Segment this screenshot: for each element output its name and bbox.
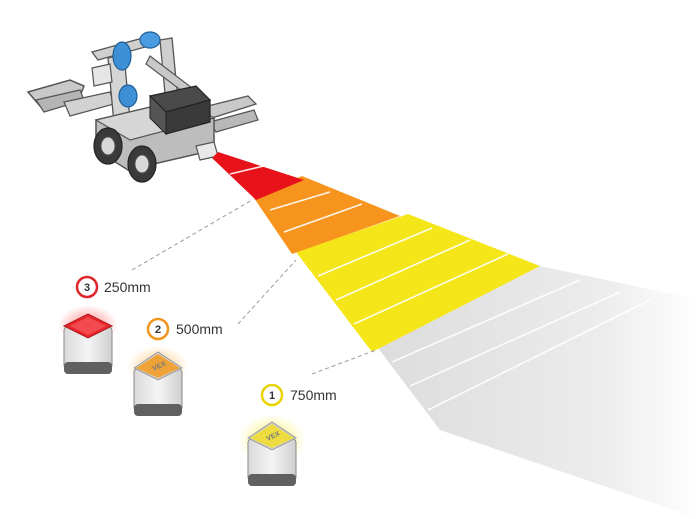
- marker-500mm: 2 500mm VEX: [128, 317, 223, 416]
- distance-label: 500mm: [176, 321, 223, 337]
- distance-badge-2: 2: [146, 317, 170, 341]
- badge-number: 1: [269, 390, 275, 402]
- leader-line-250: [131, 199, 253, 271]
- distance-badge-3: 3: [75, 275, 99, 299]
- beam-zone-out-of-range: [372, 266, 700, 519]
- distance-label: 750mm: [290, 387, 337, 403]
- beam-zone-far: [296, 214, 540, 352]
- cube-yellow: VEX: [238, 414, 306, 486]
- badge-number: 2: [155, 324, 161, 336]
- sensor-beam: [212, 152, 700, 519]
- leader-line-750: [311, 349, 377, 375]
- marker-750mm: 1 750mm VEX: [238, 383, 337, 486]
- robot-illustration: [26, 31, 259, 183]
- badge-ring: [146, 317, 170, 341]
- cube-orange: VEX: [128, 346, 188, 416]
- marker-250mm: 3 250mm: [58, 275, 151, 374]
- distance-badge-1: 1: [260, 383, 284, 407]
- badge-ring: [75, 275, 99, 299]
- badge-number: 3: [84, 282, 90, 294]
- leader-lines: [131, 199, 377, 375]
- badge-ring: [260, 383, 284, 407]
- cube-red: [58, 305, 118, 374]
- beam-zone-middle: [254, 176, 400, 254]
- beam-zone-near: [212, 152, 304, 200]
- distance-label: 250mm: [104, 279, 151, 295]
- leader-line-500: [237, 259, 297, 325]
